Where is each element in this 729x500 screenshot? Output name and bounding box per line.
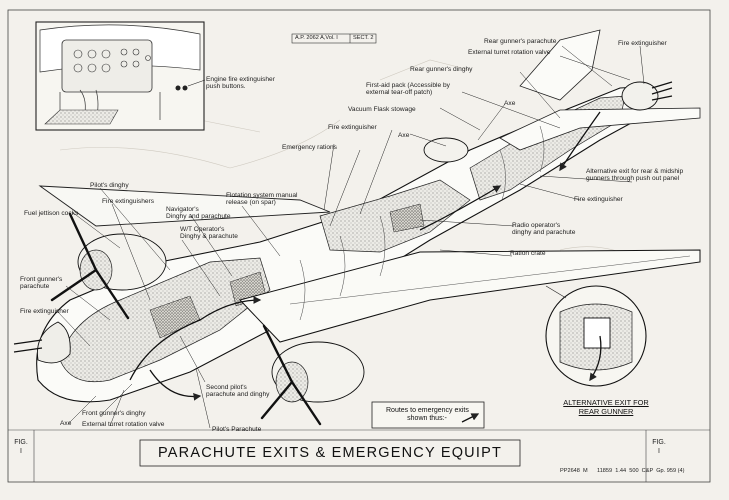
label-fire-ext-right: Fire extinguisher	[574, 196, 623, 203]
exit-route-arrows	[129, 111, 601, 401]
label-wt-operators: W/T Operator's Dinghy & parachute	[180, 226, 238, 241]
diagram-title: PARACHUTE EXITS & EMERGENCY EQUIPT	[157, 445, 502, 461]
label-flotation-release: Flotation system manual release (on spar…	[226, 192, 298, 207]
right-engine	[260, 324, 365, 426]
label-first-aid-pack: First-aid pack (Accessible by external t…	[366, 82, 450, 97]
label-navigators: Navigator's Dinghy and parachute	[166, 206, 231, 221]
label-alt-exit-midship: Alternative exit for rear & midship gunn…	[586, 168, 684, 183]
label-fire-ext-top-right: Fire extinguisher	[618, 40, 667, 47]
label-external-turret-valve-top: External turret rotation valve	[468, 49, 551, 56]
label-axe-top: Axe	[504, 100, 516, 107]
label-front-gunner-parachute: Front gunner's parachute	[20, 276, 63, 291]
label-fire-ext-mid-top: Fire extinguisher	[328, 124, 377, 131]
front-turret	[13, 321, 71, 364]
figure-marker-right: FIG. I	[652, 439, 666, 455]
near-wing	[239, 249, 701, 343]
routes-key-box	[371, 401, 485, 429]
label-ration-crate: Ration crate	[510, 250, 546, 257]
far-wing	[38, 185, 331, 227]
label-radio-operator: Radio operator's dinghy and parachute	[512, 222, 576, 237]
inset-cockpit-panel	[35, 21, 206, 131]
label-second-pilot: Second pilot's parachute and dinghy	[206, 384, 270, 399]
mid-upper-turret	[423, 137, 469, 163]
tail-fin	[519, 29, 601, 101]
label-emergency-rations: Emergency rations	[282, 144, 337, 151]
figure-marker-left: FIG. I	[14, 439, 28, 455]
label-rear-gunner-dinghy: Rear gunner's dinghy	[410, 66, 473, 73]
routes-note: Routes to emergency exits shown thus:-	[386, 407, 469, 422]
inset-alternative-exit	[545, 285, 647, 387]
label-vacuum-flask: Vacuum Flask stowage	[348, 106, 416, 113]
label-axe-mid: Axe	[398, 132, 410, 139]
header-reference-box	[291, 33, 377, 44]
left-engine	[50, 212, 167, 320]
label-front-gunner-dinghy: Front gunner's dinghy	[82, 410, 146, 417]
tailplane	[499, 107, 701, 151]
label-pilots-dinghy: Pilot's dinghy	[90, 182, 129, 189]
title-box	[139, 439, 521, 467]
label-fire-extinguishers: Fire extinguishers	[102, 198, 155, 205]
frame-border	[7, 9, 711, 483]
label-fuel-jettison: Fuel jettison cocks	[24, 210, 79, 217]
alternative-exit-caption: ALTERNATIVE EXIT FOR REAR GUNNER	[563, 398, 649, 416]
label-axe-bottom: Axe	[60, 420, 72, 427]
radio-operator-seat	[389, 203, 425, 233]
label-fire-ext-left: Fire extinguisher	[20, 308, 69, 315]
label-external-turret-valve-bottom: External turret rotation valve	[82, 421, 165, 428]
fuselage-frames	[299, 125, 545, 321]
section-reference: SECT. 2	[353, 35, 374, 41]
print-reference: PP2648 M 11859 1.44 500 C&P Gp. 959 (4)	[560, 468, 685, 474]
label-pilots-parachute: Pilot's Parachute	[212, 426, 262, 433]
label-rear-gunner-parachute: Rear gunner's parachute	[484, 38, 557, 45]
leader-lines	[57, 45, 645, 429]
rear-turret	[621, 81, 673, 111]
publication-reference: A.P. 2062 A,Vol. I	[295, 35, 338, 41]
label-engine-fire-buttons: Engine fire extinguisher push buttons.	[206, 76, 275, 91]
